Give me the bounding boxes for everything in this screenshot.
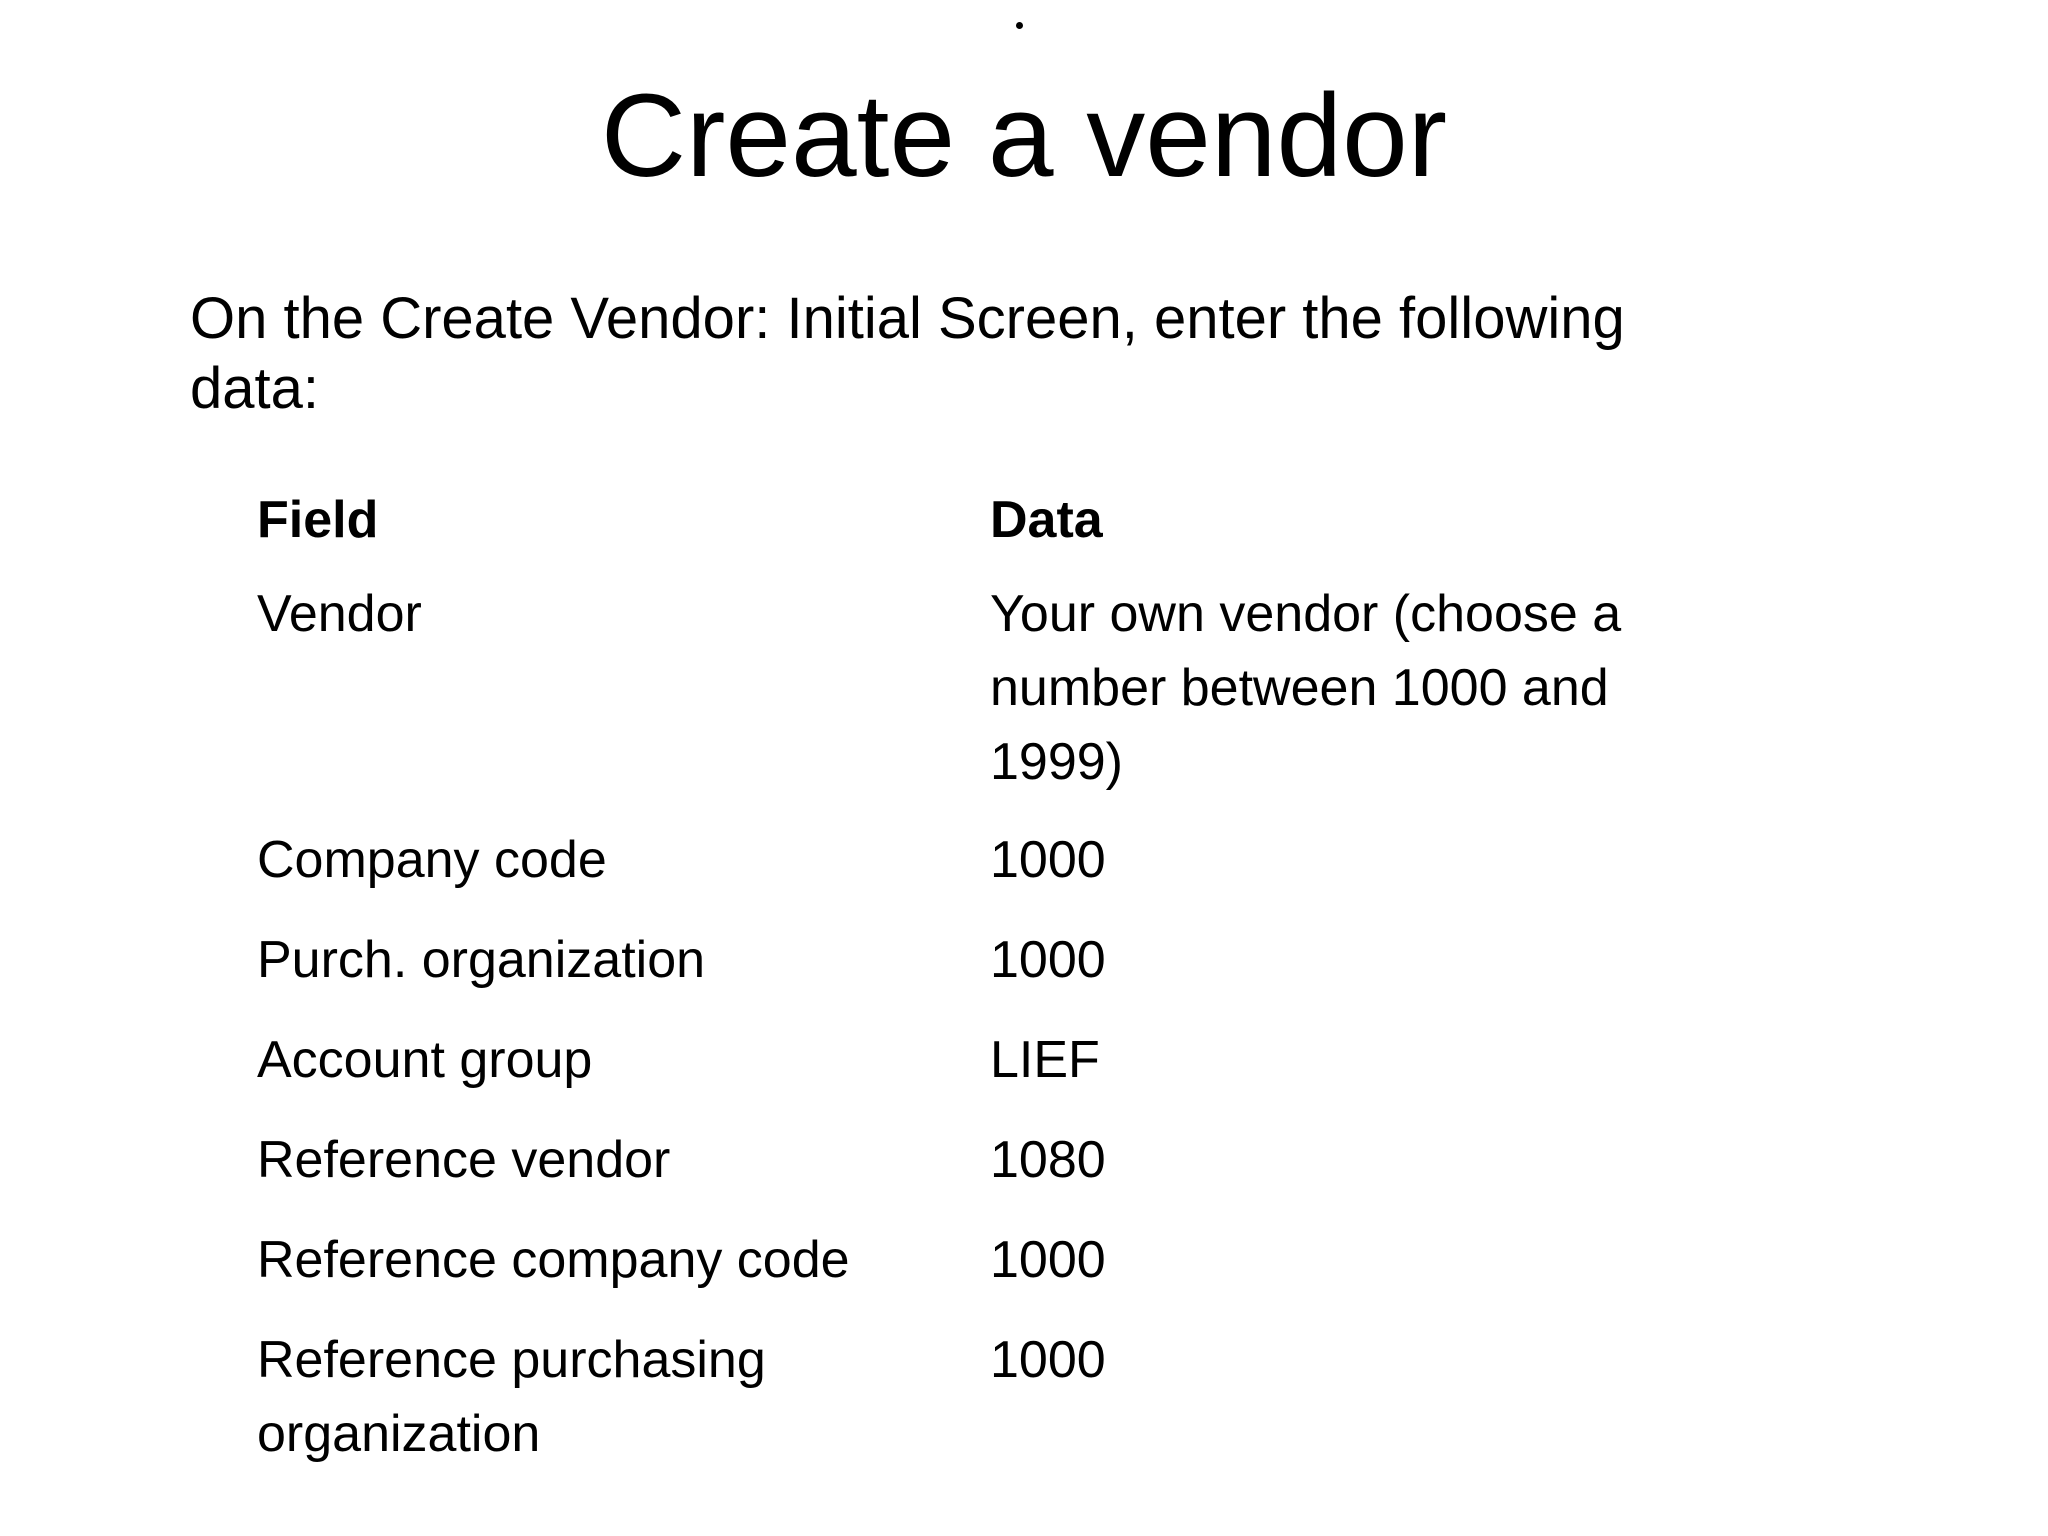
data-cell: 1000 [990,1231,1106,1289]
table-row: Account group LIEF [257,1023,1690,1097]
field-cell: Company code [257,831,607,889]
data-cell: 1000 [990,831,1106,889]
field-cell: Reference purchasing organization [257,1331,766,1463]
field-column-header: Field [257,491,379,549]
table-row: Reference vendor 1080 [257,1123,1690,1197]
field-cell: Vendor [257,585,422,643]
data-cell: 1000 [990,931,1106,989]
data-cell: Your own vendor (choose a number between… [990,585,1622,791]
field-cell: Purch. organization [257,931,706,989]
intro-text: On the Create Vendor: Initial Screen, en… [190,286,1625,421]
stray-dot-artifact [1016,22,1023,29]
field-data-table: Field Data Vendor Your own vendor (choos… [257,483,1690,1471]
table-row: Reference company code 1000 [257,1223,1690,1297]
table-row: Purch. organization 1000 [257,923,1690,997]
field-cell: Account group [257,1031,593,1089]
data-cell: LIEF [990,1031,1100,1089]
page-title: Create a vendor [600,70,1448,202]
data-cell: 1080 [990,1131,1106,1189]
field-cell: Reference vendor [257,1131,671,1189]
data-column-header: Data [990,491,1103,549]
table-row: Reference purchasing organization 1000 [257,1323,1690,1471]
table-row: Vendor Your own vendor (choose a number … [257,577,1690,799]
table-header-row: Field Data [257,483,1690,557]
table-row: Company code 1000 [257,823,1690,897]
data-cell: 1000 [990,1331,1106,1389]
field-cell: Reference company code [257,1231,850,1289]
